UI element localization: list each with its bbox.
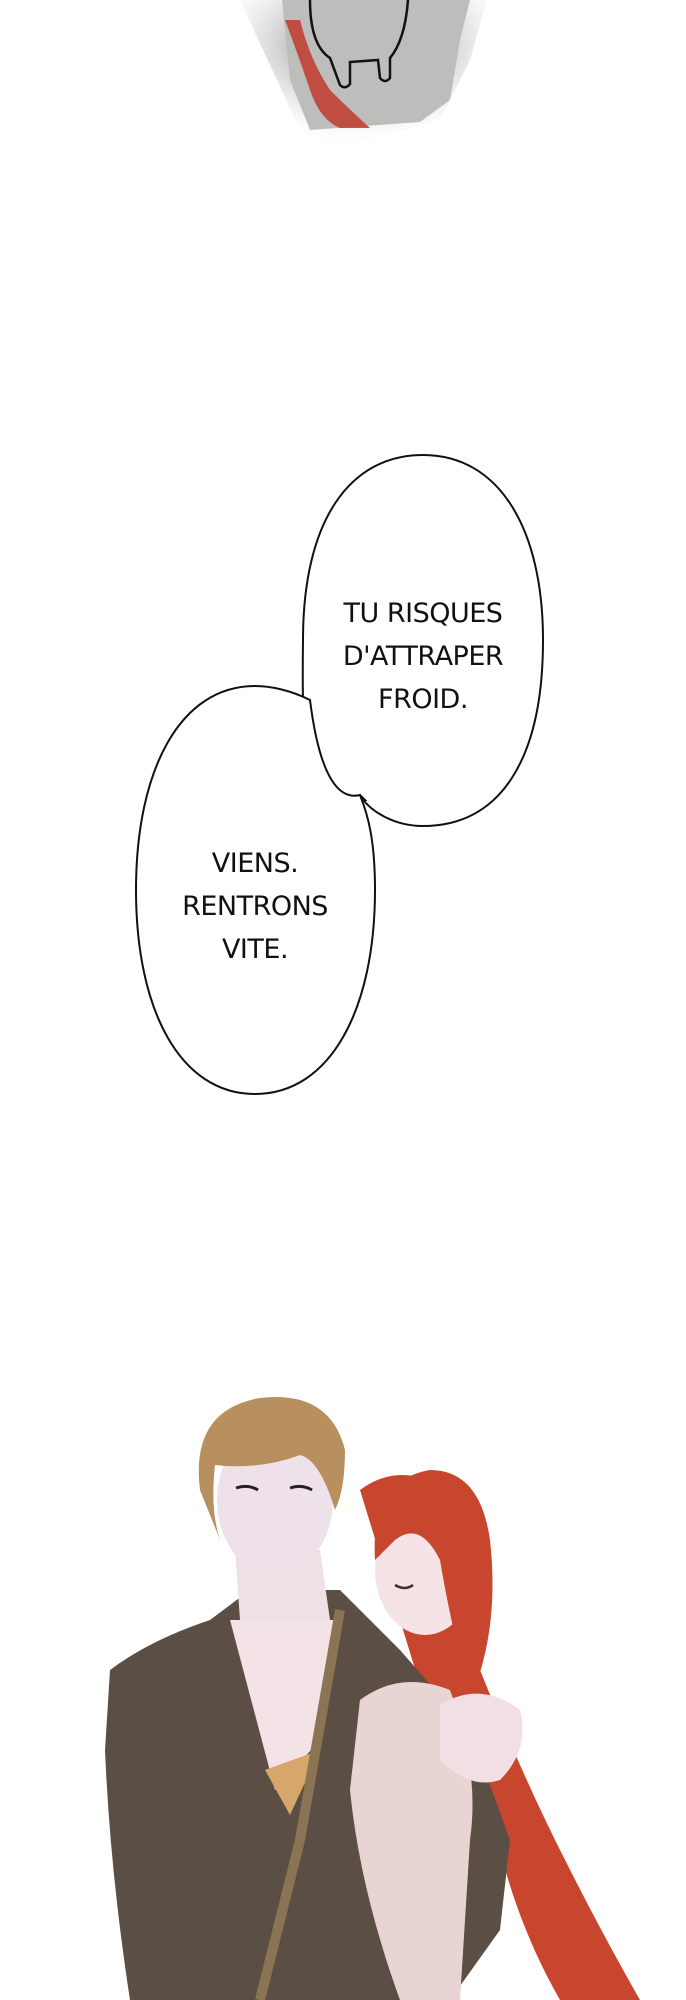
speech-line: RENTRONS — [182, 891, 328, 922]
couple-illustration — [105, 1397, 640, 2000]
speech-bubble-1 — [301, 453, 545, 828]
speech-line: FROID. — [378, 684, 468, 715]
blood-stain — [285, 20, 370, 128]
speech-bubbles — [134, 453, 545, 1096]
speech-text-2: VIENS. RENTRONS VITE. — [155, 842, 355, 971]
speech-text-1: TU RISQUES D'ATTRAPER FROID. — [323, 592, 523, 721]
speech-line: TU RISQUES — [343, 598, 503, 629]
female-hair — [374, 1470, 493, 1700]
male-hand — [440, 1693, 523, 1783]
stone-fragment-illustration — [240, 0, 487, 150]
male-hair — [198, 1397, 345, 1540]
face-drawing — [308, 0, 410, 89]
speech-line: D'ATTRAPER — [342, 641, 504, 672]
speech-bubble-2 — [134, 684, 377, 1096]
speech-line: VITE. — [221, 934, 289, 965]
speech-line: VIENS. — [211, 848, 299, 879]
